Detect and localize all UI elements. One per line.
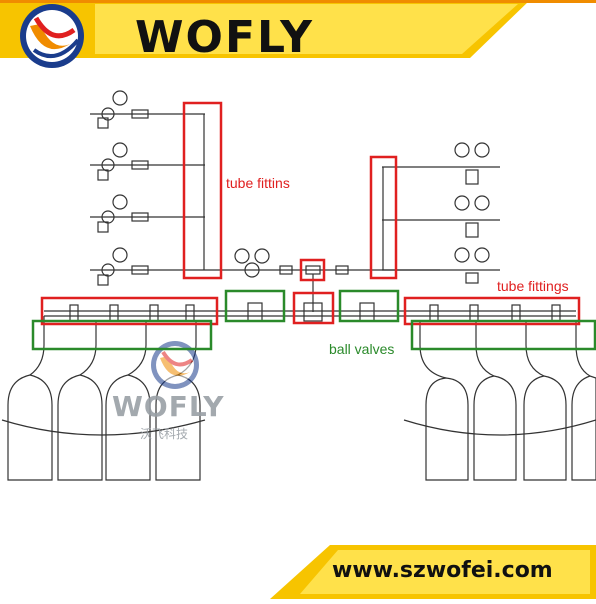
- manifold-header: [44, 302, 576, 322]
- label-tube-fittings: tube fittings: [497, 278, 569, 294]
- watermark-brand: WOFLY: [112, 390, 225, 423]
- red-box-right-vertical-tube: [369, 155, 398, 280]
- red-box-left-manifold: [40, 296, 219, 326]
- red-box-center-tee: [292, 291, 335, 325]
- green-box-left-valves: [31, 319, 213, 351]
- website-url: www.szwofei.com: [332, 558, 553, 583]
- brand-title: WOFLY: [135, 12, 315, 63]
- footer-banner: [270, 545, 596, 599]
- green-box-right-valves: [410, 319, 596, 351]
- red-box-left-vertical-tube: [182, 101, 223, 280]
- header-banner: [0, 0, 596, 58]
- label-tube-fittins: tube fittins: [226, 175, 290, 191]
- watermark-logo-icon: [151, 341, 199, 389]
- red-box-center-top: [299, 258, 326, 282]
- green-box-center-right-valve: [338, 289, 400, 323]
- gas-cylinders-left: [1, 374, 206, 481]
- pigtail-hoses: [29, 316, 591, 379]
- label-ball-valves: ball valves: [329, 341, 395, 357]
- logo-icon: [20, 4, 84, 68]
- red-highlight-boxes: [40, 101, 581, 326]
- left-regulators: [90, 90, 230, 286]
- right-regulators: [382, 142, 500, 284]
- gas-cylinders-right: [403, 375, 596, 481]
- red-box-right-manifold: [403, 296, 581, 326]
- green-box-center-left-valve: [224, 289, 286, 323]
- watermark-cn-text: 沃飞科技: [140, 427, 189, 441]
- green-highlight-boxes: [31, 289, 596, 351]
